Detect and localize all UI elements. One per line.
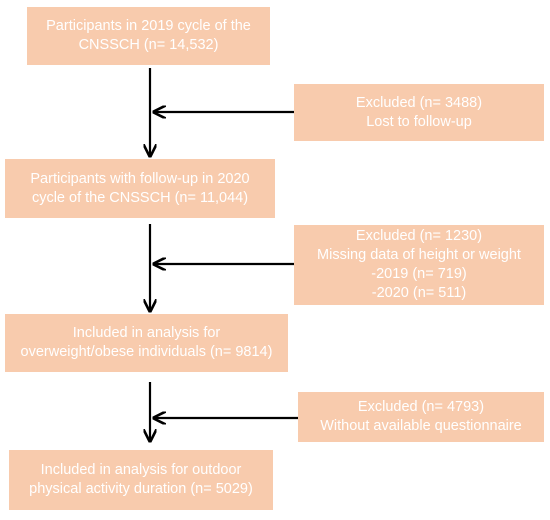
box-line: cycle of the CNSSCH (n= 11,044) [31,189,249,206]
box-line: CNSSCH (n= 14,532) [78,37,219,53]
box-participants-2019: Participants in 2019 cycle of the CNSSCH… [27,7,270,65]
box-line: -2019 (n= 719) [371,266,467,282]
box-line: Excluded (n= 3488) [355,94,483,111]
box-excluded-missing-data: Excluded (n= 1230) Missing data of heigh… [294,225,544,305]
box-participants-2020: Participants with follow-up in 2020 cycl… [5,159,275,218]
box-excluded-lost-followup: Excluded (n= 3488) Lost to follow-up [294,84,544,141]
box-line: overweight/obese individuals (n= 9814) [20,344,273,360]
box-line: Missing data of height or weight [317,247,521,263]
box-included-overweight: Included in analysis for overweight/obes… [5,314,288,372]
box-line: physical activity duration (n= 5029) [29,481,253,497]
box-line: Lost to follow-up [366,113,472,130]
box-line: Without available questionnaire [320,418,522,434]
box-included-outdoor: Included in analysis for outdoor physica… [9,450,273,510]
box-line: Excluded (n= 4793) [357,399,485,415]
box-line: Included in analysis for outdoor [40,462,242,478]
box-excluded-no-questionnaire: Excluded (n= 4793) Without available que… [298,392,544,442]
box-line: Participants in 2019 cycle of the [46,18,251,34]
box-line: -2020 (n= 511) [371,285,467,301]
box-line: Participants with follow-up in 2020 [30,170,250,187]
box-line: Included in analysis for [72,325,221,341]
box-line: Excluded (n= 1230) [355,228,483,244]
